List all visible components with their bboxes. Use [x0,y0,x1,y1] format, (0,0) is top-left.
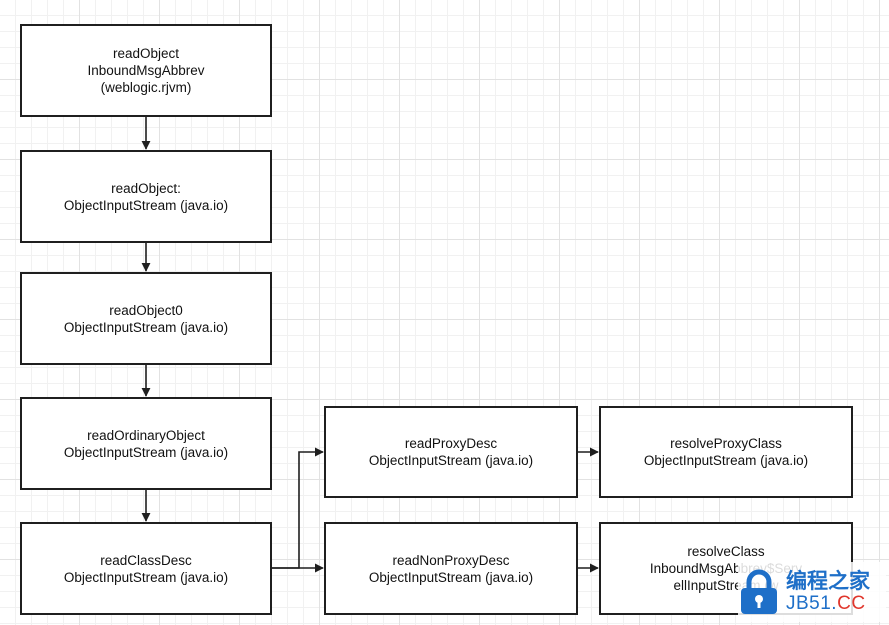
node-class: ObjectInputStream (java.io) [368,453,534,468]
node-class: ObjectInputStream (java.io) [63,319,229,335]
node-class: InboundMsgAbbrev [87,63,205,78]
node-title: readOrdinaryObject [87,427,205,443]
node-title: readClassDesc [100,552,192,568]
node-title: readNonProxyDesc [392,552,510,568]
node-readObject-ois[interactable]: readObject: ObjectInputStream (java.io) [20,150,272,243]
node-readObject-inbound[interactable]: readObject InboundMsgAbbrev (weblogic.rj… [20,24,272,117]
node-class: ObjectInputStream (java.io) [368,569,534,585]
watermark-title: 编程之家 [786,569,870,593]
node-resolveClass[interactable]: resolveClass InboundMsgAbbrev$Serv ellIn… [599,522,853,615]
node-title: readObject [112,46,180,61]
watermark-domain: JB51.CC [786,593,870,615]
edge-readClassDesc-to-readProxyDesc [272,447,324,569]
site-watermark: 编程之家 JB51.CC [738,562,886,622]
node-title: resolveClass [687,544,765,559]
watermark-domain-accent: CC [837,593,866,614]
node-resolveProxyClass[interactable]: resolveProxyClass ObjectInputStream (jav… [599,406,853,498]
node-title: resolveProxyClass [670,436,782,451]
node-title: readObject: [111,180,181,196]
node-readOrdinaryObject[interactable]: readOrdinaryObject ObjectInputStream (ja… [20,397,272,490]
node-class: ObjectInputStream (java.io) [63,444,229,460]
node-readObject0[interactable]: readObject0 ObjectInputStream (java.io) [20,272,272,365]
node-readNonProxyDesc[interactable]: readNonProxyDesc ObjectInputStream (java… [324,522,578,615]
node-title: readProxyDesc [404,436,498,451]
node-class: ObjectInputStream (java.io) [643,453,809,468]
node-class: ObjectInputStream (java.io) [63,569,229,585]
watermark-domain-main: JB51. [786,593,838,614]
lock-logo-icon [741,569,777,614]
node-class: ObjectInputStream (java.io) [63,197,229,213]
node-package: (weblogic.rjvm) [100,80,192,95]
node-title: readObject0 [109,302,183,318]
node-readClassDesc[interactable]: readClassDesc ObjectInputStream (java.io… [20,522,272,615]
node-readProxyDesc[interactable]: readProxyDesc ObjectInputStream (java.io… [324,406,578,498]
